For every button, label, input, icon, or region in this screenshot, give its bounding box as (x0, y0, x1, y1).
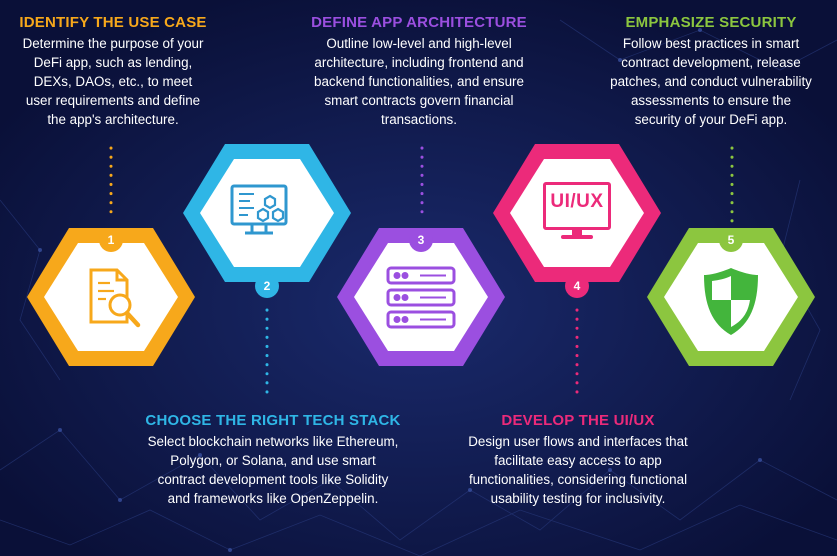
step-5-desc: Follow best practices in smart contract … (586, 34, 836, 129)
server-stack-icon (386, 266, 456, 329)
step-2-badge: 2 (255, 274, 279, 298)
ui-ux-monitor-icon: UI/UX (543, 182, 611, 240)
desc-line: usability testing for inclusivity. (490, 491, 666, 506)
desc-line: DeFi app, such as lending, (33, 55, 193, 70)
ui-ux-label: UI/UX (550, 191, 604, 212)
desc-line: architecture, including frontend and (314, 55, 524, 70)
step-2-desc: Select blockchain networks like Ethereum… (120, 432, 426, 508)
step-1-badge: 1 (99, 228, 123, 252)
step-3-title: DEFINE APP ARCHITECTURE (311, 14, 527, 31)
desc-line: security of your DeFi app. (634, 112, 788, 127)
hexagon-3 (337, 228, 505, 366)
desc-line: contract development tools like Solidity (157, 472, 389, 487)
desc-line: Determine the purpose of your (22, 36, 204, 51)
security-shield-icon (704, 268, 758, 335)
desc-line: and frameworks like OpenZeppelin. (167, 491, 379, 506)
desc-line: Polygon, or Solana, and use smart (170, 453, 376, 468)
step-4-title: DEVELOP THE UI/UX (501, 412, 655, 429)
desc-line: Follow best practices in smart (622, 36, 800, 51)
step-1-desc: Determine the purpose of your DeFi app, … (2, 34, 224, 129)
step-4-desc: Design user flows and interfaces that fa… (440, 432, 716, 508)
blockchain-monitor-icon (230, 184, 288, 235)
step-4-text: DEVELOP THE UI/UX Design user flows and … (440, 412, 716, 508)
step-2-title: CHOOSE THE RIGHT TECH STACK (145, 412, 401, 429)
desc-line: assessments to ensure the (630, 93, 792, 108)
hexagon-2 (183, 144, 351, 282)
step-5-badge: 5 (719, 228, 743, 252)
step-1-text: IDENTIFY THE USE CASE Determine the purp… (2, 14, 224, 129)
step-5-text: EMPHASIZE SECURITY Follow best practices… (586, 14, 836, 129)
step-3-text: DEFINE APP ARCHITECTURE Outline low-leve… (288, 14, 550, 129)
desc-line: smart contracts govern financial (324, 93, 514, 108)
step-5-title: EMPHASIZE SECURITY (625, 14, 797, 31)
desc-line: the app's architecture. (47, 112, 179, 127)
step-2-text: CHOOSE THE RIGHT TECH STACK Select block… (120, 412, 426, 508)
desc-line: transactions. (381, 112, 457, 127)
document-search-icon (89, 268, 141, 328)
desc-line: functionalities, considering functional (468, 472, 688, 487)
hexagon-5 (647, 228, 815, 366)
hexagon-1 (27, 228, 195, 366)
step-1-title: IDENTIFY THE USE CASE (19, 14, 207, 31)
desc-line: Design user flows and interfaces that (468, 434, 688, 449)
desc-line: Outline low-level and high-level (326, 36, 512, 51)
desc-line: Select blockchain networks like Ethereum… (147, 434, 399, 449)
desc-line: backend functionalities, and ensure (314, 74, 524, 89)
step-3-badge: 3 (409, 228, 433, 252)
desc-line: facilitate easy access to app (494, 453, 662, 468)
step-3-desc: Outline low-level and high-level archite… (288, 34, 550, 129)
desc-line: DEXs, DAOs, etc., to meet (33, 74, 193, 89)
desc-line: user requirements and define (25, 93, 201, 108)
step-4-badge: 4 (565, 274, 589, 298)
desc-line: contract development, release (621, 55, 801, 70)
desc-line: patches, and conduct vulnerability (610, 74, 812, 89)
